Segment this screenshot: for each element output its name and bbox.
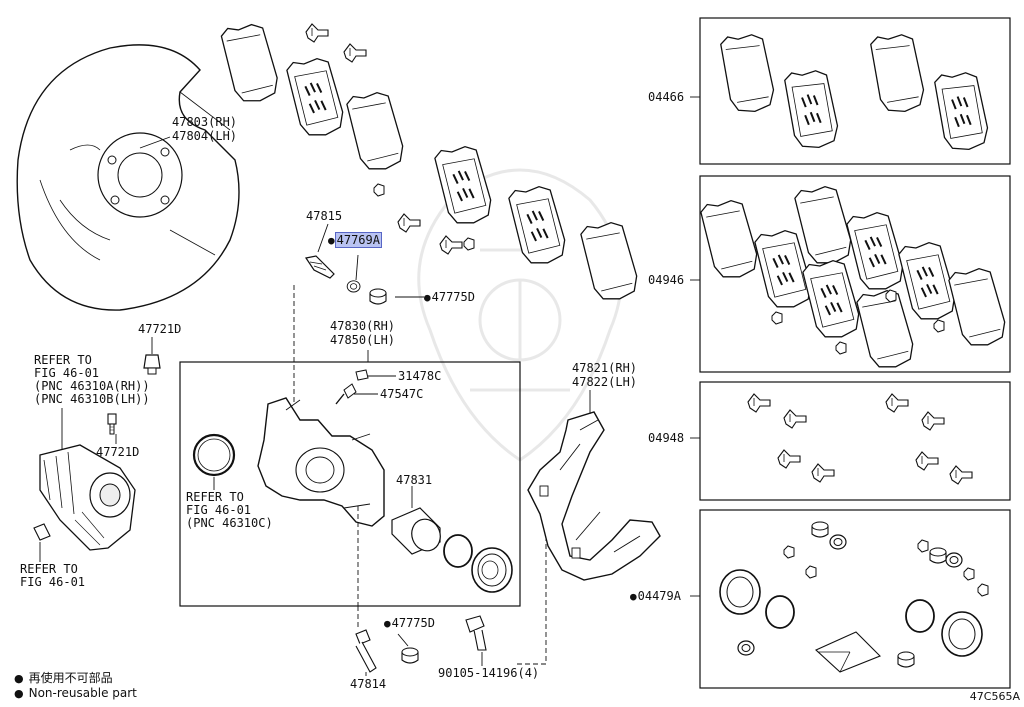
label-04479A-text: 04479A [637, 589, 681, 603]
refer-line: (PNC 46310C) [186, 516, 273, 530]
refer-line: (PNC 46310A(RH)) [34, 379, 150, 393]
bleeder-47547C[interactable] [335, 383, 357, 405]
legend-dot-icon: ● [14, 672, 24, 685]
label-47850[interactable]: 47850(LH) [330, 333, 396, 347]
refer-fig-46-01-motor[interactable]: REFER TO FIG 46-01 (PNC 46310A(RH)) (PNC… [34, 354, 150, 406]
label-47775D-top[interactable]: 47775D [424, 291, 475, 304]
label-47831[interactable]: 47831 [396, 473, 433, 487]
non-reusable-dot-icon [328, 233, 336, 247]
clip-kit-04948-contents[interactable] [747, 393, 973, 485]
seal-kit-04479A-contents[interactable] [719, 521, 989, 673]
refer-line: FIG 46-01 [20, 575, 86, 589]
refer-line: REFER TO [20, 562, 78, 576]
boot-47775D-top[interactable] [369, 288, 387, 305]
connector-stub[interactable] [33, 523, 51, 541]
piston-seal[interactable] [443, 534, 473, 568]
legend-en: ● Non-reusable part [14, 686, 137, 700]
label-47775D-bottom-text: 47775D [391, 616, 435, 630]
label-47721D-mid[interactable]: 47721D [96, 445, 140, 459]
legend-en-text: Non-reusable part [28, 686, 137, 700]
label-47721D-top[interactable]: 47721D [138, 322, 182, 336]
label-47821[interactable]: 47821(RH) [572, 361, 638, 375]
parking-brake-motor[interactable] [39, 444, 136, 551]
bushing-47769A[interactable] [346, 280, 361, 293]
bleeder-47721D-mid[interactable] [107, 413, 117, 435]
refer-fig-46-01-ring[interactable]: REFER TO FIG 46-01 (PNC 46310C) [186, 491, 273, 530]
bleeder-31478C[interactable] [355, 369, 369, 381]
legend-jp: ● 再使用不可部品 [14, 669, 113, 686]
kit-box-04479A [699, 509, 1011, 689]
label-04479A[interactable]: 04479A [630, 590, 681, 603]
refer-line: (PNC 46310B(LH)) [34, 392, 150, 406]
refer-fig-46-01-connector[interactable]: REFER TO FIG 46-01 [20, 563, 85, 589]
label-47830[interactable]: 47830(RH) [330, 319, 396, 333]
piston-seal-ring[interactable] [192, 433, 236, 477]
legend-jp-text: 再使用不可部品 [28, 671, 113, 685]
pad-group-top[interactable] [219, 19, 642, 305]
caliper-box [179, 361, 521, 607]
label-47803[interactable]: 47803(RH) [172, 115, 238, 129]
slide-pin-47815[interactable] [305, 255, 335, 279]
label-31478C[interactable]: 31478C [398, 369, 442, 383]
refer-line: REFER TO [186, 490, 244, 504]
caliper-body-47830[interactable] [257, 397, 385, 527]
label-47547C[interactable]: 47547C [380, 387, 424, 401]
refer-line: FIG 46-01 [34, 366, 100, 380]
label-47822[interactable]: 47822(LH) [572, 375, 638, 389]
label-04946[interactable]: 04946 [648, 273, 685, 287]
label-04466[interactable]: 04466 [648, 90, 685, 104]
label-47769A-text: 47769A [334, 232, 382, 248]
label-47775D-bottom[interactable]: 47775D [384, 617, 435, 630]
pad-kit-04946-contents[interactable] [698, 181, 1010, 373]
piston-boot[interactable] [471, 547, 513, 593]
label-90105-14196[interactable]: 90105-14196(4) [438, 666, 540, 680]
legend-dot-icon: ● [14, 687, 24, 700]
dust-shield-47803[interactable] [16, 44, 240, 311]
boot-47775D-bottom[interactable] [401, 647, 419, 664]
piston-47831[interactable] [391, 507, 445, 555]
bleeder-47721D-top[interactable] [143, 354, 161, 375]
label-47815[interactable]: 47815 [306, 209, 343, 223]
caliper-bracket-47821[interactable] [527, 411, 661, 581]
label-47775D-top-text: 47775D [431, 290, 475, 304]
refer-line: FIG 46-01 [186, 503, 252, 517]
slide-pin-47814[interactable] [355, 629, 377, 673]
diagram-code: 47C565A [969, 690, 1020, 703]
pad-kit-04466-contents[interactable] [719, 30, 992, 155]
label-04948[interactable]: 04948 [648, 431, 685, 445]
kit-box-04466 [699, 17, 1011, 165]
label-47814[interactable]: 47814 [350, 677, 387, 691]
label-47769A[interactable]: 47769A [328, 232, 382, 248]
label-47804[interactable]: 47804(LH) [172, 129, 238, 143]
kit-box-04948 [699, 381, 1011, 501]
refer-line: REFER TO [34, 353, 92, 367]
kit-box-04946 [699, 175, 1011, 373]
bolt-90105-14196[interactable] [465, 615, 487, 651]
